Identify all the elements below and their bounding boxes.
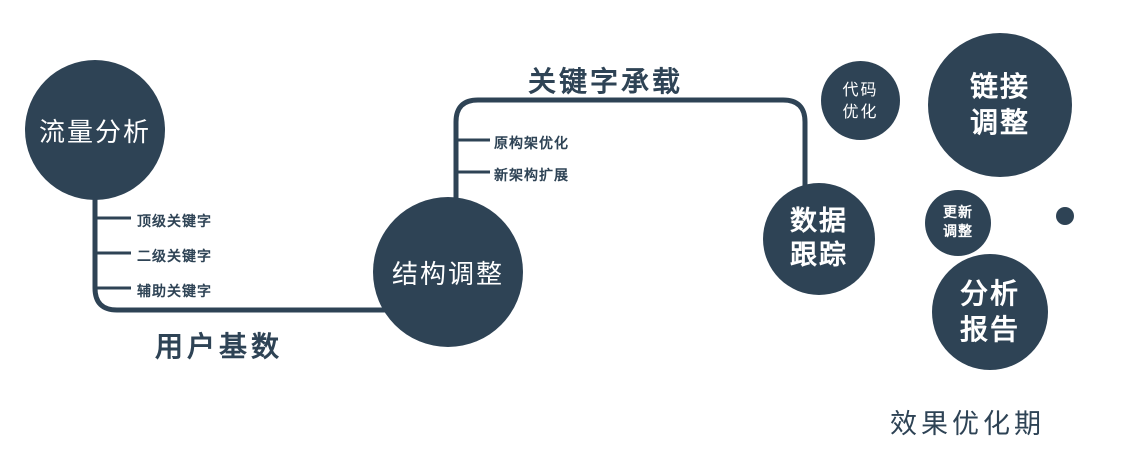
edge-label-keyword-load: 关键字承载 bbox=[528, 65, 684, 98]
small-dot-marker bbox=[1056, 207, 1074, 225]
node-analysis-report-line1: 分析 bbox=[959, 276, 1020, 310]
node-update-adjust: 更新 调整 bbox=[925, 190, 991, 256]
node-analysis-report-line2: 报告 bbox=[959, 313, 1020, 346]
branch-label-aux-keyword: 辅助关键字 bbox=[137, 284, 212, 300]
node-code-optimize: 代码 优化 bbox=[821, 61, 900, 140]
edge-label-user-base: 用户基数 bbox=[155, 330, 284, 363]
node-update-adjust-line2: 调整 bbox=[943, 224, 973, 240]
node-link-adjust-line1: 链接 bbox=[969, 69, 1030, 103]
branch-label-top-keyword: 顶级关键字 bbox=[137, 214, 212, 230]
node-code-optimize-line2: 优化 bbox=[842, 101, 879, 121]
node-traffic-analysis-label: 流量分析 bbox=[38, 117, 151, 148]
node-structure-adjust-label: 结构调整 bbox=[391, 259, 504, 290]
edge-keyword-load-path bbox=[453, 97, 808, 210]
caption-effect-optimize-period: 效果优化期 bbox=[890, 409, 1045, 440]
node-data-tracking: 数据 跟踪 bbox=[763, 183, 875, 295]
branch-label-second-keyword: 二级关键字 bbox=[137, 249, 212, 265]
node-structure-adjust: 结构调整 bbox=[373, 197, 523, 347]
node-data-tracking-line1: 数据 bbox=[790, 206, 848, 238]
node-link-adjust-line2: 调整 bbox=[969, 106, 1030, 139]
node-link-adjust: 链接 调整 bbox=[928, 33, 1072, 177]
branch-label-new-arch-expand: 新架构扩展 bbox=[494, 168, 569, 184]
branch-label-orig-arch-optimize: 原构架优化 bbox=[494, 136, 569, 152]
node-analysis-report: 分析 报告 bbox=[932, 254, 1048, 370]
node-code-optimize-line1: 代码 bbox=[842, 79, 879, 99]
node-traffic-analysis: 流量分析 bbox=[25, 60, 165, 200]
node-data-tracking-line2: 跟踪 bbox=[790, 240, 848, 271]
node-update-adjust-line1: 更新 bbox=[943, 205, 973, 222]
